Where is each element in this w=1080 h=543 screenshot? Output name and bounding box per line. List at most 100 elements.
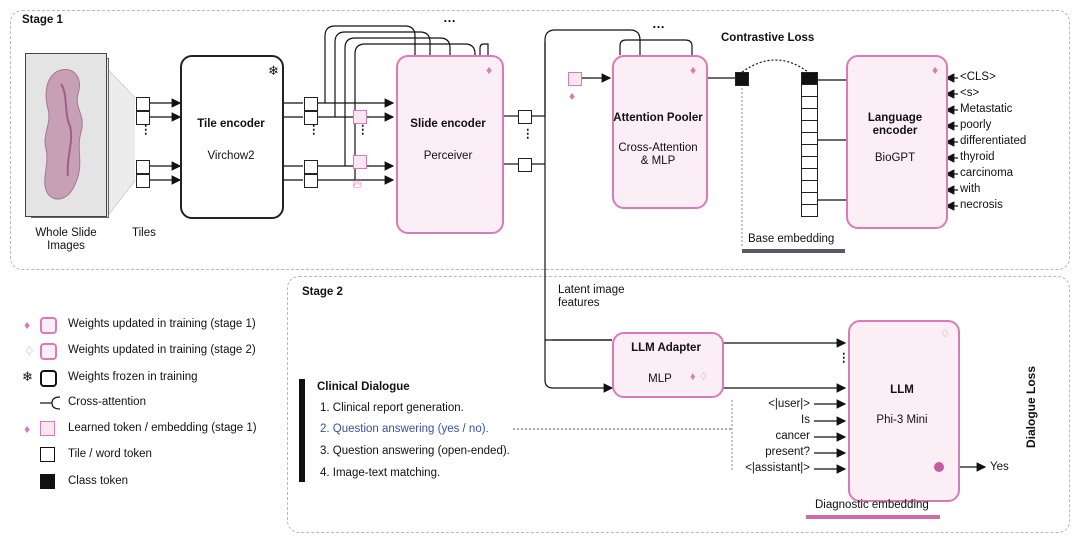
prompt-token: Is — [801, 414, 810, 426]
dialogue-loss-label: Dialogue Loss — [1024, 365, 1039, 449]
text-token: thyroid — [960, 151, 995, 163]
legend-label: Weights updated in training (stage 1) — [68, 318, 256, 330]
stage2-frame — [287, 276, 1070, 533]
flame-pink-icon: ♦ — [24, 422, 31, 436]
attention-pooler-subtitle: Cross-Attention & MLP — [618, 142, 698, 168]
text-token: <s> — [960, 87, 980, 99]
learned-token — [353, 110, 367, 124]
prompt-token: <|user|> — [768, 398, 810, 410]
language-encoder-box — [846, 55, 948, 229]
attention-pooler-box — [612, 55, 708, 209]
language-encoder-subtitle: BioGPT — [874, 152, 916, 164]
llm-adapter-box — [612, 332, 724, 398]
tile-encoder-box — [180, 55, 284, 219]
cross-attention-icon — [40, 396, 61, 410]
tokens-ellipsis: ⋮ — [308, 124, 320, 136]
dialogue-item: 3. Question answering (open-ended). — [320, 445, 510, 457]
dialogue-item: 1. Clinical report generation. — [320, 402, 464, 414]
legend-label: Cross-attention — [68, 396, 146, 408]
flame-pink-icon: ♦ — [569, 89, 576, 103]
learned-token — [353, 155, 367, 169]
output-yes: Yes — [990, 461, 1009, 473]
wsi-image-front — [25, 53, 107, 217]
snowflake-icon: ❄ — [268, 63, 279, 78]
dialogue-item: 4. Image-text matching. — [320, 467, 441, 479]
llm-box — [848, 320, 960, 502]
diagnostic-embedding-label: Diagnostic embedding — [815, 499, 929, 511]
base-embedding-label: Base embedding — [748, 233, 835, 245]
stage1-label: Stage 1 — [22, 14, 63, 26]
tile-token — [136, 174, 150, 188]
tile-token — [304, 160, 318, 174]
output-token-dot — [934, 462, 944, 472]
contrastive-loss-label: Contrastive Loss — [721, 32, 815, 44]
language-encoder-title: Language encoder — [867, 112, 923, 138]
flame-outline-icon: ♢ — [24, 344, 35, 358]
tiles-label: Tiles — [132, 227, 156, 239]
learned-ellipsis: ⋮ — [357, 124, 369, 136]
tile-token — [304, 111, 318, 125]
snowflake-icon: ❄ — [22, 369, 33, 384]
wsi-label: Whole Slide Images — [35, 227, 97, 253]
flame-pink-icon: ♦ — [690, 63, 697, 77]
tissue-icon — [44, 69, 83, 200]
diagnostic-embedding-bar — [806, 515, 940, 519]
clinical-dialogue-title: Clinical Dialogue — [317, 381, 410, 393]
slide-tokens-ellipsis: ⋮ — [522, 128, 534, 140]
slide-token — [518, 110, 532, 124]
text-token: necrosis — [960, 199, 1003, 211]
rounded-box-icon — [40, 370, 57, 387]
llm-adapter-subtitle: MLP — [648, 373, 672, 385]
llm-subtitle: Phi-3 Mini — [876, 414, 928, 426]
legend-label: Weights frozen in training — [68, 371, 198, 383]
legend-label: Class token — [68, 475, 129, 487]
tile-token — [304, 97, 318, 111]
text-token: with — [960, 183, 981, 195]
tile-token — [136, 111, 150, 125]
text-token: Metastatic — [960, 103, 1013, 115]
text-embedding-column — [801, 72, 818, 217]
text-token: poorly — [960, 119, 992, 131]
class-token — [735, 72, 749, 86]
slide-encoder-subtitle: Perceiver — [423, 150, 473, 162]
prompt-token: <|assistant|> — [745, 462, 810, 474]
stage1-frame — [10, 10, 1070, 270]
flame-pink-icon: 🔥︎ — [352, 175, 363, 191]
text-token: differentiated — [960, 135, 1027, 147]
stage2-label: Stage 2 — [302, 286, 343, 298]
flame-pink-icon: ♦ — [932, 63, 939, 77]
text-token: carcinoma — [960, 167, 1014, 179]
prompt-token: present? — [765, 446, 810, 458]
tile-token — [136, 160, 150, 174]
llm-title: LLM — [890, 384, 914, 396]
learned-token-icon — [40, 421, 55, 436]
slide-encoder-box — [396, 55, 504, 234]
tile-encoder-subtitle: Virchow2 — [207, 150, 255, 162]
class-token-icon — [40, 474, 55, 489]
tile-encoder-title: Tile encoder — [197, 118, 265, 130]
tile-token-icon — [40, 447, 55, 462]
llm-ellipsis: ⋮ — [838, 352, 850, 364]
clinical-dialogue-bar — [299, 379, 305, 482]
flame-pink-icon: ♦ — [486, 63, 493, 77]
rounded-box-icon — [40, 317, 57, 334]
tiles-ellipsis: ⋮ — [140, 124, 152, 136]
tile-token — [304, 174, 318, 188]
legend-label: Weights updated in training (stage 2) — [68, 344, 256, 356]
base-embedding-bar — [742, 249, 845, 253]
svg-text:…: … — [443, 10, 456, 25]
dialogue-item-highlight: 2. Question answering (yes / no). — [320, 423, 489, 435]
flame-outline-icon: ♢ — [940, 328, 950, 340]
flame-pink-icon: ♦ — [24, 318, 31, 332]
svg-text:…: … — [652, 16, 665, 31]
legend-label: Tile / word token — [68, 448, 152, 460]
learned-token — [568, 72, 582, 86]
slide-encoder-title: Slide encoder — [410, 118, 486, 130]
tile-token — [136, 97, 150, 111]
attention-pooler-title: Attention Pooler — [613, 112, 703, 124]
slide-token — [518, 158, 532, 172]
latent-features-label: Latent image features — [558, 284, 625, 310]
legend-label: Learned token / embedding (stage 1) — [68, 422, 257, 434]
flame-icons: ♦ ♢ — [690, 371, 709, 383]
